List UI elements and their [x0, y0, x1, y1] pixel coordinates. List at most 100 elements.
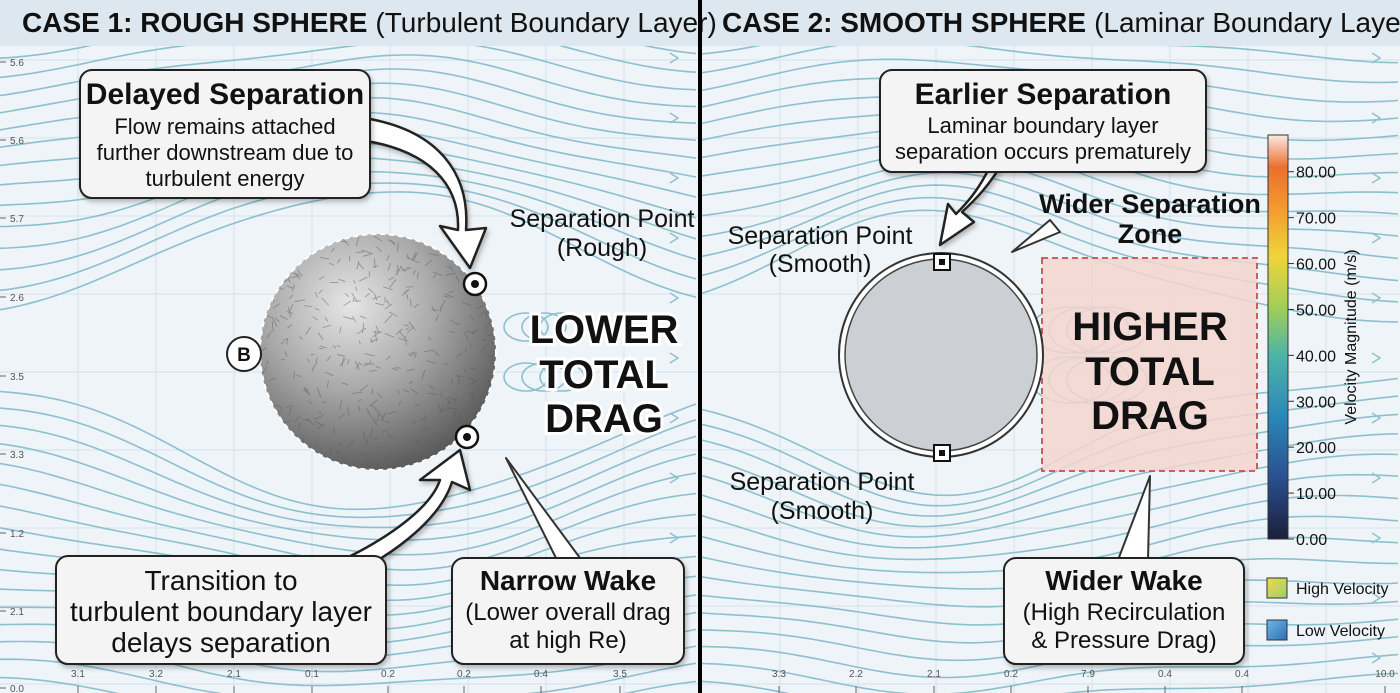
x-axis-ticks-left: 3.1 3.2 2.1 0.1 0.2 0.2 0.4 3.5 [71, 669, 627, 693]
colorbar-tick-label: 40.00 [1296, 348, 1336, 365]
x-tick-label: 3.2 [149, 669, 163, 680]
separation-point-rough-bottom-icon [454, 424, 480, 450]
legend-swatch-low [1266, 619, 1288, 641]
wider-separation-zone-label: Wider Separation Zone [1039, 189, 1261, 249]
svg-text:Earlier Separation: Earlier Separation [915, 78, 1172, 111]
svg-text:separation occurs prematurely: separation occurs prematurely [895, 139, 1191, 164]
callout-wider-wake: Wider Wake (High Recirculation & Pressur… [1003, 557, 1245, 665]
svg-text:delays separation: delays separation [111, 627, 330, 658]
x-tick-label: 0.2 [381, 669, 395, 680]
svg-text:DRAG: DRAG [545, 397, 663, 441]
x-tick-label: 7.9 [1081, 669, 1095, 680]
separation-point-rough-label: Separation Point (Rough) [510, 205, 695, 262]
svg-text:Wider Separation: Wider Separation [1039, 189, 1261, 219]
callout-delayed-separation: Delayed Separation Flow remains attached… [79, 69, 371, 199]
y-tick-label: 5.6 [10, 136, 24, 147]
x-tick-label: 2.2 [849, 669, 863, 680]
y-axis-ticks-left: 5.6 5.6 5.7 2.6 3.5 3.3 1.2 2.1 0.0 [0, 58, 24, 693]
x-tick-label: 10.0 [1375, 669, 1395, 680]
separation-point-smooth-top-label: Separation Point (Smooth) [728, 222, 913, 278]
svg-text:Wider Wake: Wider Wake [1045, 565, 1202, 596]
svg-text:DRAG: DRAG [1091, 394, 1209, 438]
colorbar-tick-label: 80.00 [1296, 165, 1336, 182]
rough-sphere [259, 233, 497, 471]
wide-wake-zone [1041, 257, 1258, 472]
x-tick-label: 0.4 [534, 669, 548, 680]
colorbar-label: Velocity Magnitude (m/s) [1343, 249, 1360, 424]
smooth-sphere [838, 252, 1044, 458]
svg-text:Delayed Separation: Delayed Separation [86, 78, 364, 111]
svg-text:HIGHER: HIGHER [1072, 305, 1228, 349]
higher-total-drag-text: HIGHER TOTAL DRAG [1072, 305, 1228, 438]
svg-text:further downstream due to: further downstream due to [97, 140, 354, 165]
svg-text:(Smooth): (Smooth) [771, 497, 874, 525]
legend-label-low: Low Velocity [1296, 623, 1385, 640]
svg-text:Narrow Wake: Narrow Wake [480, 565, 656, 596]
svg-text:Separation Point: Separation Point [510, 205, 695, 233]
colorbar-tick-label: 30.00 [1296, 394, 1336, 411]
legend-label-high: High Velocity [1296, 581, 1389, 598]
y-tick-label: 0.0 [10, 684, 24, 693]
colorbar: 80.00 70.00 60.00 50.00 40.00 30.00 20.00 10.00… [1267, 134, 1360, 549]
panel-left-title: CASE 1: ROUGH SPHERE(Turbulent Boundary … [22, 7, 717, 38]
svg-text:(Rough): (Rough) [557, 234, 647, 262]
colorbar-tick-label: 70.00 [1296, 211, 1336, 228]
colorbar-tick-label: 60.00 [1296, 257, 1336, 274]
panel-left-header [0, 0, 698, 46]
x-tick-label: 0.2 [457, 669, 471, 680]
y-tick-label: 5.6 [10, 58, 24, 69]
colorbar-tick-label: 10.00 [1296, 486, 1336, 503]
colorbar-tick-label: 20.00 [1296, 440, 1336, 457]
callout-earlier-separation: Earlier Separation Laminar boundary laye… [879, 69, 1207, 173]
svg-text:& Pressure Drag): & Pressure Drag) [1031, 627, 1216, 654]
panel-right-header [702, 0, 1400, 46]
callout-narrow-wake: Narrow Wake (Lower overall drag at high … [451, 557, 685, 665]
y-tick-label: 1.2 [10, 529, 24, 540]
separation-point-smooth-bottom-icon [933, 444, 951, 462]
x-tick-label: 0.4 [1158, 669, 1172, 680]
svg-text:at high Re): at high Re) [509, 627, 626, 654]
svg-text:turbulent energy: turbulent energy [146, 166, 305, 191]
colorbar-tick-label: 0.00 [1296, 532, 1327, 549]
separation-point-smooth-bottom-label: Separation Point (Smooth) [730, 468, 915, 525]
pointer-wider-zone-icon [1011, 219, 1061, 253]
svg-text:Separation Point: Separation Point [730, 468, 915, 496]
legend: High Velocity Low Velocity [1266, 577, 1389, 641]
svg-text:Separation Point: Separation Point [728, 222, 913, 250]
x-tick-label: 3.1 [71, 669, 85, 680]
svg-text:TOTAL: TOTAL [1085, 350, 1215, 394]
svg-text:turbulent boundary layer: turbulent boundary layer [70, 596, 372, 627]
svg-text:LOWER: LOWER [530, 308, 679, 352]
svg-text:Transition to: Transition to [144, 565, 297, 596]
y-tick-label: 5.7 [10, 214, 24, 225]
svg-text:Laminar boundary layer: Laminar boundary layer [927, 113, 1158, 138]
panel-right-title: CASE 2: SMOOTH SPHERE(Laminar Boundary L… [722, 7, 1400, 38]
arrow-delayed-separation-icon [358, 116, 488, 270]
x-tick-label: 2.1 [927, 669, 941, 680]
svg-text:Flow remains attached: Flow remains attached [114, 114, 335, 139]
lower-total-drag-text: LOWER TOTAL DRAG [527, 305, 682, 444]
separation-point-rough-top-icon [462, 271, 488, 297]
panel-divider [698, 0, 702, 693]
y-tick-label: 2.6 [10, 293, 24, 304]
svg-text:B: B [237, 345, 251, 366]
marker-b: B [226, 336, 262, 372]
svg-text:TOTAL: TOTAL [539, 353, 669, 397]
y-tick-label: 2.1 [10, 607, 24, 618]
callout-transition: Transition to turbulent boundary layer d… [55, 555, 387, 665]
x-tick-label: 2.1 [227, 669, 241, 680]
x-tick-label: 0.1 [305, 669, 319, 680]
x-tick-label: 0.2 [1004, 669, 1018, 680]
svg-text:(Smooth): (Smooth) [769, 250, 872, 278]
arrow-earlier-separation-icon [938, 158, 1006, 247]
svg-text:Zone: Zone [1118, 219, 1183, 249]
colorbar-tick-label: 50.00 [1296, 302, 1336, 319]
y-tick-label: 3.5 [10, 372, 24, 383]
svg-text:(Lower overall drag: (Lower overall drag [465, 599, 670, 626]
legend-swatch-high [1266, 577, 1288, 599]
y-tick-label: 3.3 [10, 450, 24, 461]
x-tick-label: 3.5 [613, 669, 627, 680]
x-tick-label: 3.3 [772, 669, 786, 680]
